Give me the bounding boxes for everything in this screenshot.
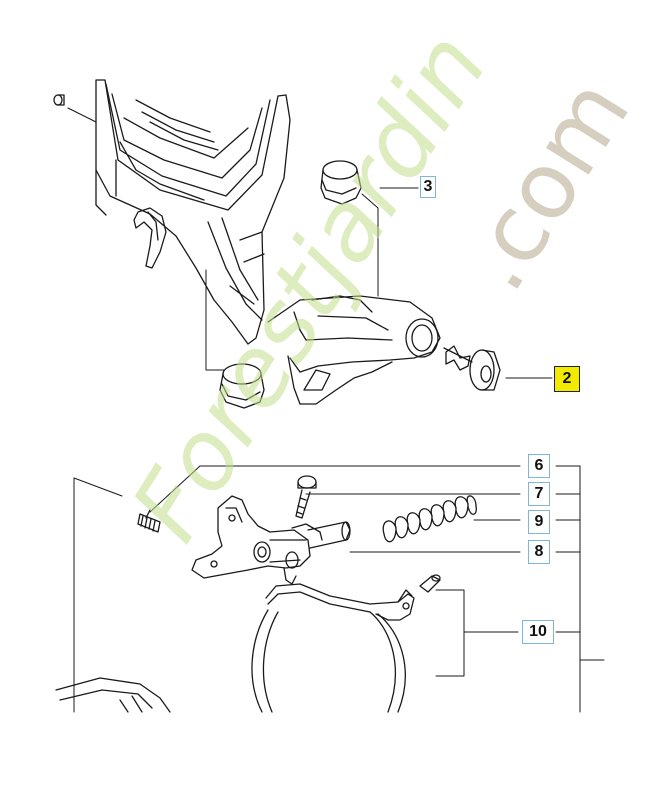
callout-9[interactable]: 9 — [528, 510, 550, 534]
callout-10[interactable]: 10 — [522, 620, 554, 644]
callout-8[interactable]: 8 — [528, 540, 550, 564]
set-screw-6 — [137, 509, 161, 533]
bushing-3-upper — [320, 160, 362, 205]
callout-10-label: 10 — [529, 623, 547, 640]
callout-2[interactable]: 2 — [554, 366, 580, 392]
callout-3-label: 3 — [423, 178, 433, 195]
bushing-3-lower — [219, 363, 265, 409]
brake-arm — [267, 295, 441, 405]
callout-3[interactable]: 3 — [420, 176, 436, 198]
pin-to-spring — [307, 521, 351, 549]
pin-left — [53, 94, 65, 106]
brake-lever-8 — [191, 495, 323, 585]
screw-2 — [443, 345, 501, 391]
trigger-part — [133, 207, 167, 269]
pin-10 — [419, 574, 441, 593]
handle-frame — [95, 79, 291, 345]
callout-6-label: 6 — [534, 457, 544, 474]
callout-8-label: 8 — [534, 543, 544, 560]
body-part-lower-left — [55, 677, 171, 713]
callout-9-label: 9 — [534, 513, 544, 530]
screw-7 — [295, 475, 317, 519]
callout-6[interactable]: 6 — [528, 454, 550, 478]
callout-2-label: 2 — [562, 370, 572, 387]
brake-band-10 — [251, 583, 415, 713]
callout-7[interactable]: 7 — [528, 482, 550, 506]
callout-7-label: 7 — [534, 485, 544, 502]
spring-9 — [382, 495, 477, 543]
